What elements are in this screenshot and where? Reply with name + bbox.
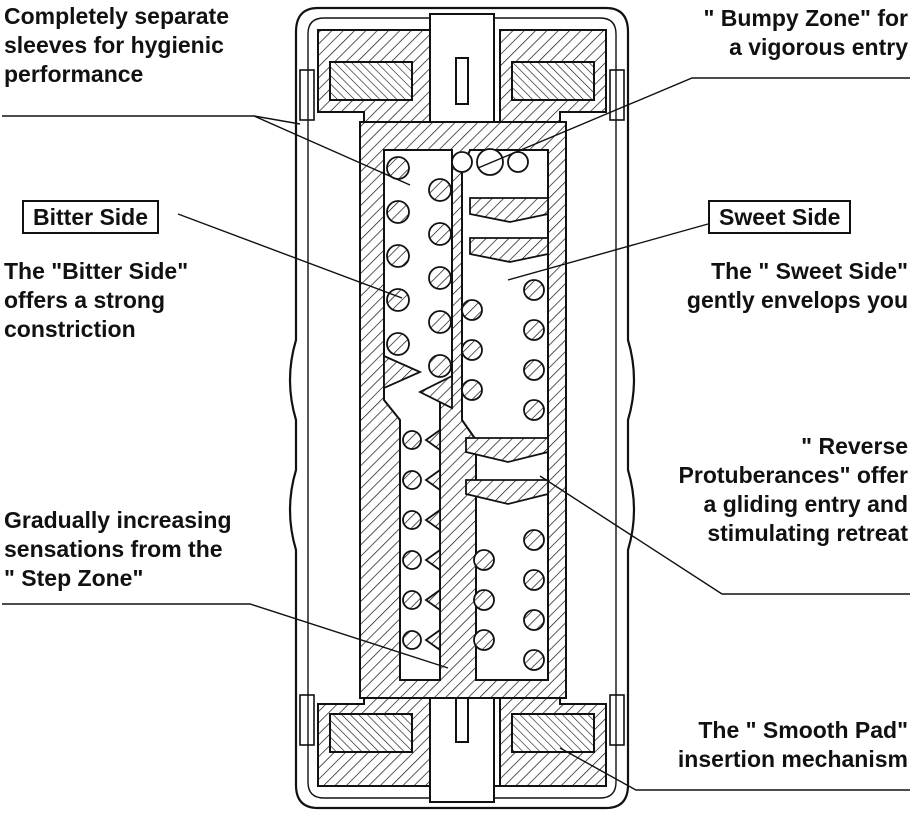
leader-sweet-side	[507, 223, 709, 281]
top-cap	[317, 13, 607, 129]
label-separate-sleeves: Completely separate sleeves for hygienic…	[4, 3, 229, 87]
label-sweet-side: The " Sweet Side" gently envelops you	[686, 258, 908, 313]
label-bitter-side: The "Bitter Side" offers a strong constr…	[4, 258, 189, 342]
leader-step-zone	[2, 603, 449, 669]
label-step-zone: Gradually increasing sensations from the…	[4, 507, 232, 591]
leader-bitter-side	[177, 213, 403, 299]
label-bumpy-zone: " Bumpy Zone" for a vigorous entry	[703, 5, 908, 60]
leader-smooth-pad	[559, 747, 910, 791]
bitter-side-bumps	[383, 156, 453, 652]
label-reverse-protuberances: " Reverse Protuberances" offer a gliding…	[678, 433, 908, 546]
leader-bumpy-zone	[477, 77, 910, 169]
label-smooth-pad: The " Smooth Pad" insertion mechanism	[677, 717, 908, 772]
bottom-cap	[317, 689, 607, 803]
leader-lines	[2, 77, 910, 791]
leader-separate-sleeves-2	[253, 115, 301, 125]
bitter-side-box: Bitter Side	[22, 200, 160, 234]
outer-casing	[288, 6, 636, 810]
sweet-side-box: Sweet Side	[708, 200, 852, 234]
leader-separate-sleeves	[2, 115, 411, 186]
sweet-side-bumps	[451, 148, 549, 671]
leader-reverse-protuberances	[539, 475, 910, 595]
